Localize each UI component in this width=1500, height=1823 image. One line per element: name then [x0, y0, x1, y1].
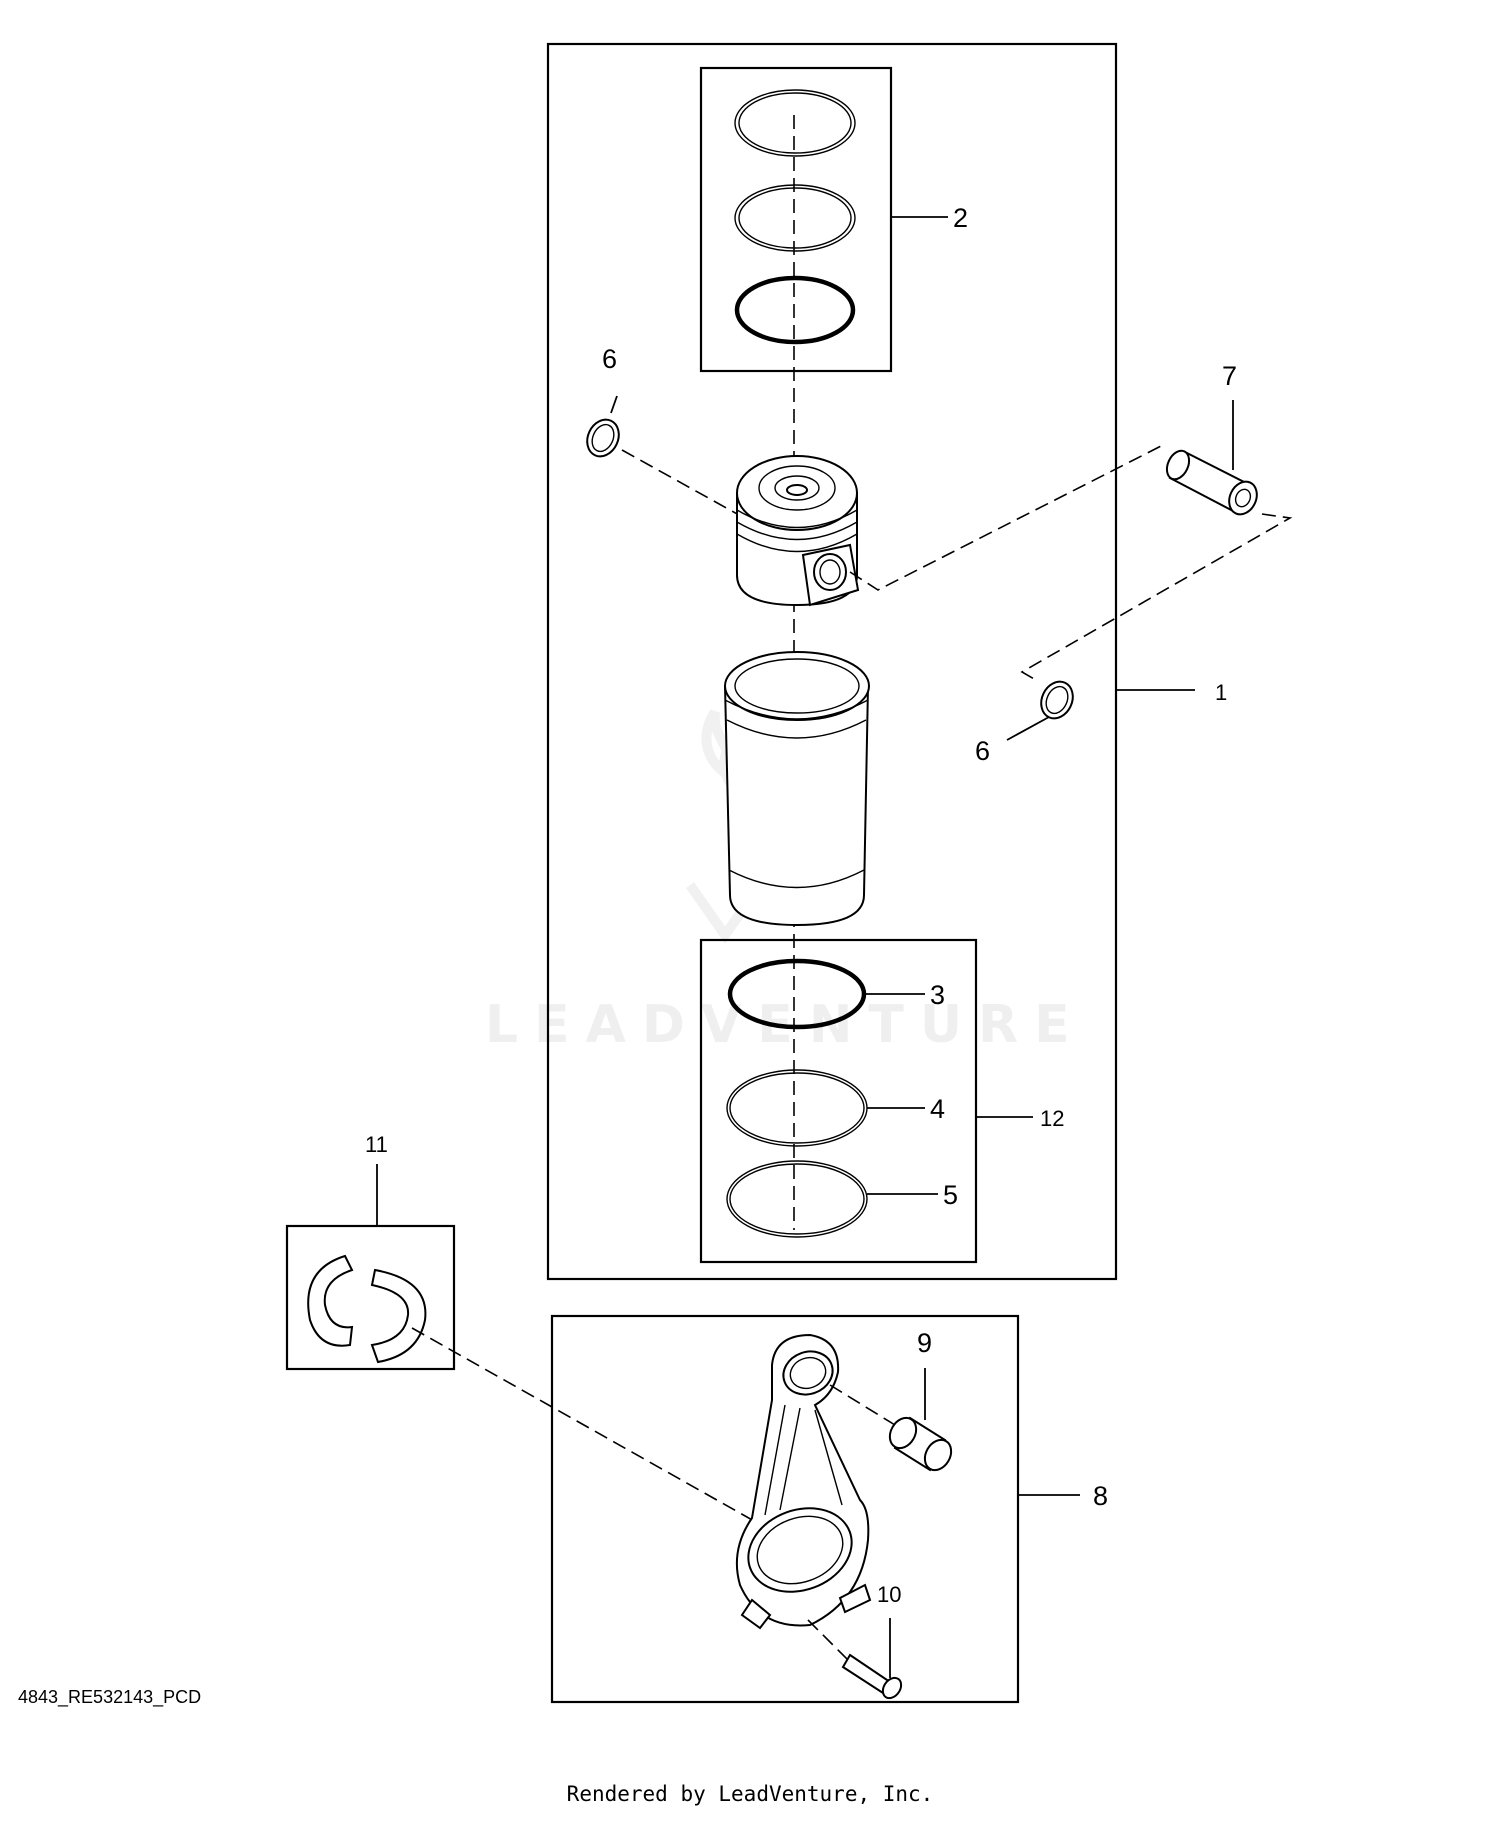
rod-bolt — [841, 1653, 903, 1700]
callout-1[interactable]: 1 — [1215, 680, 1227, 705]
rod-bearing-set-box — [285, 1224, 456, 1371]
piston-liner-kit-box — [546, 42, 1118, 1281]
bushing-path — [829, 1384, 896, 1426]
callout-10[interactable]: 10 — [877, 1582, 901, 1607]
callout-9[interactable]: 9 — [917, 1328, 932, 1358]
callout-8[interactable]: 8 — [1093, 1481, 1108, 1511]
connecting-rod-box — [550, 1314, 1020, 1704]
piston-ring-set-box — [699, 66, 893, 373]
piston-pin — [1165, 449, 1258, 516]
leader-6b — [1006, 716, 1050, 741]
callout-11[interactable]: 11 — [365, 1132, 388, 1157]
piston-pin-path-lower — [1020, 513, 1293, 681]
rod-bearing-set — [307, 1254, 427, 1364]
callout-6a[interactable]: 6 — [602, 344, 617, 374]
piston-ring-set — [734, 89, 856, 345]
drawing-code: 4843_RE532143_PCD — [18, 1687, 202, 1707]
callout-6b[interactable]: 6 — [975, 736, 990, 766]
rod-bolt-path — [807, 1619, 849, 1661]
leader-6a — [610, 395, 618, 414]
snap-ring-upper — [586, 418, 620, 458]
piston — [736, 455, 860, 607]
piston-pin-path-upper — [849, 443, 1166, 591]
callout-4[interactable]: 4 — [930, 1094, 945, 1124]
bearing-path — [411, 1327, 771, 1531]
callout-5[interactable]: 5 — [943, 1180, 958, 1210]
callout-12[interactable]: 12 — [1040, 1106, 1064, 1131]
piston-pin-bushing — [888, 1416, 953, 1472]
snap-ring-lower — [1040, 680, 1074, 720]
callout-7[interactable]: 7 — [1222, 361, 1237, 391]
cylinder-liner — [723, 651, 870, 927]
callout-3[interactable]: 3 — [930, 980, 945, 1010]
snap-ring-upper-path — [621, 449, 749, 521]
connecting-rod — [735, 1333, 872, 1630]
render-credit: Rendered by LeadVenture, Inc. — [566, 1782, 934, 1806]
liner-seal-kit-box — [699, 938, 978, 1264]
callout-2[interactable]: 2 — [953, 203, 968, 233]
